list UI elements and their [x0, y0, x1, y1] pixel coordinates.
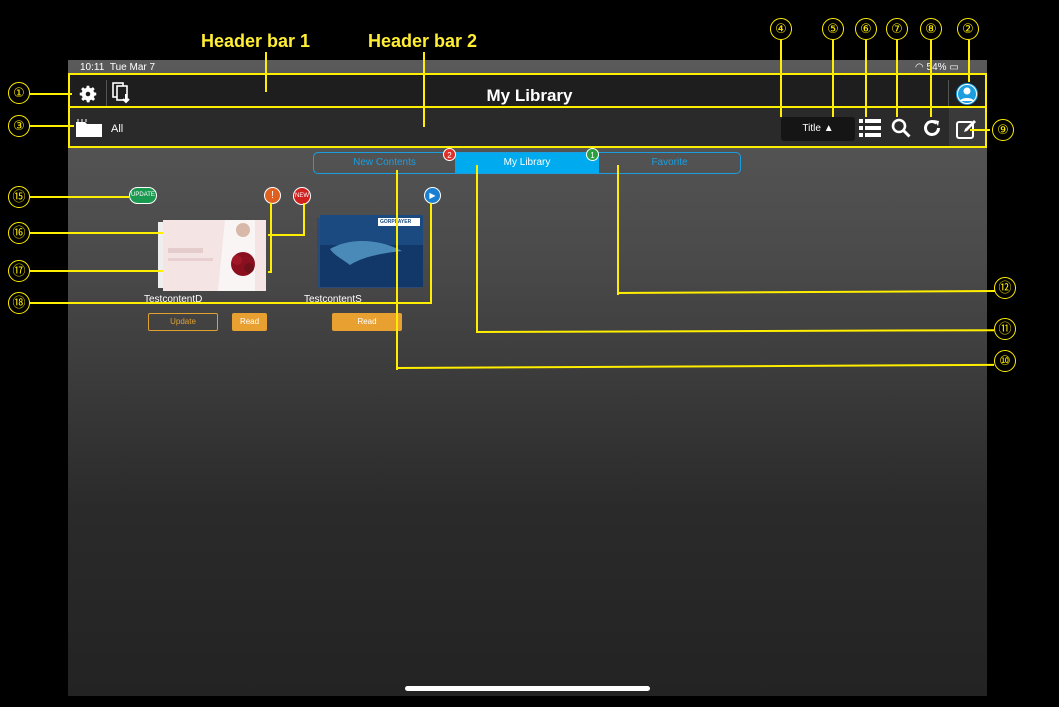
callout-8: ⑧ — [920, 18, 942, 40]
callout-7: ⑦ — [886, 18, 908, 40]
tab-new-contents[interactable]: New Contents — [353, 157, 416, 168]
status-bar-time: 10:11 Tue Mar 7 — [80, 62, 156, 73]
video-badge-icon: ▶ — [424, 187, 441, 204]
wedding-image-icon — [163, 220, 266, 291]
my-library-count-badge: 1 — [586, 148, 599, 161]
callout-2: ② — [957, 18, 979, 40]
user-account-icon[interactable] — [955, 82, 979, 106]
wifi-icon: ◠ — [915, 62, 924, 73]
settings-gear-icon[interactable] — [77, 83, 99, 105]
thumb-logo-text: GORPLAYER — [380, 218, 420, 226]
update-button[interactable]: Update — [148, 313, 218, 331]
refresh-icon[interactable] — [922, 118, 942, 138]
header-bar-2-label: Header bar 2 — [368, 31, 478, 51]
content-title-s: TestcontentS — [304, 294, 362, 305]
update-badge: UPDATE — [129, 187, 157, 204]
callout-18: ⑱ — [8, 292, 30, 314]
callout-9: ⑨ — [992, 119, 1014, 141]
callout-15: ⑮ — [8, 186, 30, 208]
callout-6: ⑥ — [855, 18, 877, 40]
callout-11: ⑪ — [994, 318, 1016, 340]
list-view-icon[interactable] — [859, 118, 881, 138]
callout-10: ⑩ — [994, 350, 1016, 372]
read-button-s[interactable]: Read — [332, 313, 402, 331]
search-icon[interactable] — [891, 118, 911, 138]
callout-12: ⑫ — [994, 277, 1016, 299]
callout-17: ⑰ — [8, 260, 30, 282]
tab-my-library[interactable]: My Library — [455, 153, 599, 173]
folder-filter-label[interactable]: All — [111, 123, 124, 135]
dolphin-image-icon — [320, 215, 423, 287]
callout-1: ① — [8, 82, 30, 104]
battery-icon: ▭ — [949, 62, 959, 73]
content-thumbnail-s[interactable]: GORPLAYER — [320, 215, 423, 287]
home-indicator[interactable] — [405, 686, 650, 691]
header-bar-1-label: Header bar 1 — [201, 31, 311, 51]
tab-bar: New Contents My Library Favorite — [313, 152, 741, 174]
battery-level: 54% — [926, 62, 947, 73]
callout-4: ④ — [770, 18, 792, 40]
content-title-d: TestcontentD — [144, 294, 203, 305]
new-contents-count-badge: 2 — [443, 148, 456, 161]
content-thumbnail-d[interactable] — [163, 220, 266, 291]
folder-icon[interactable] — [76, 119, 102, 137]
new-badge: NEW — [293, 187, 311, 205]
callout-16: ⑯ — [8, 222, 30, 244]
tab-favorite[interactable]: Favorite — [651, 157, 688, 168]
page-title: My Library — [486, 86, 573, 105]
alert-badge: ! — [264, 187, 281, 204]
callout-5: ⑤ — [822, 18, 844, 40]
download-documents-icon[interactable] — [112, 82, 134, 106]
status-bar-right: ◠ 54% ▭ — [915, 62, 959, 73]
sort-button[interactable]: Title ▲ — [781, 117, 855, 141]
callout-3: ③ — [8, 115, 30, 137]
read-button-d[interactable]: Read — [232, 313, 267, 331]
